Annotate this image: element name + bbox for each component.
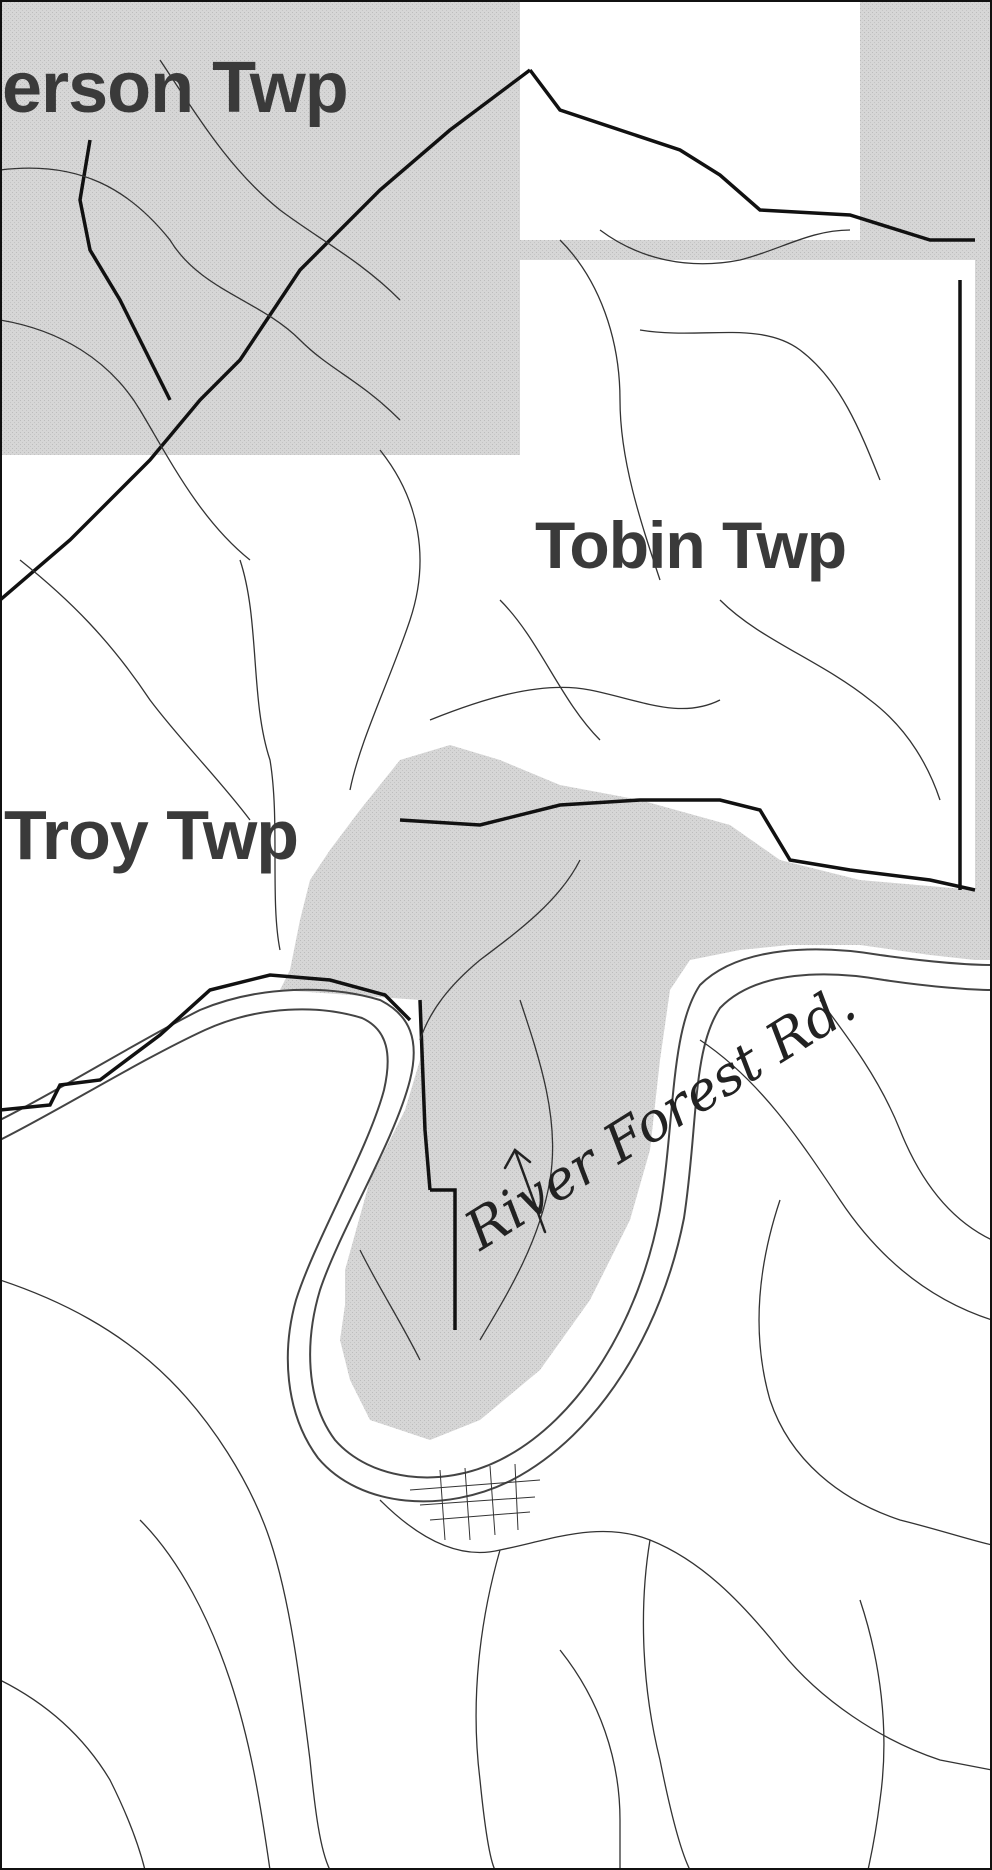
shaded-township-areas <box>0 0 992 1440</box>
town-grid <box>409 1463 541 1541</box>
roads-and-streams <box>0 59 992 1870</box>
jefferson-twp-label: erson Twp <box>2 48 349 128</box>
ohio-river <box>0 948 992 1503</box>
river-bend-area <box>345 1000 620 1410</box>
handwritten-arrow <box>503 1148 547 1234</box>
township-boundaries <box>0 68 976 1330</box>
jefferson-twp-area <box>0 0 520 455</box>
troy-twp-label: Troy Twp <box>4 796 299 874</box>
tobin-twp-label: Tobin Twp <box>535 508 847 582</box>
